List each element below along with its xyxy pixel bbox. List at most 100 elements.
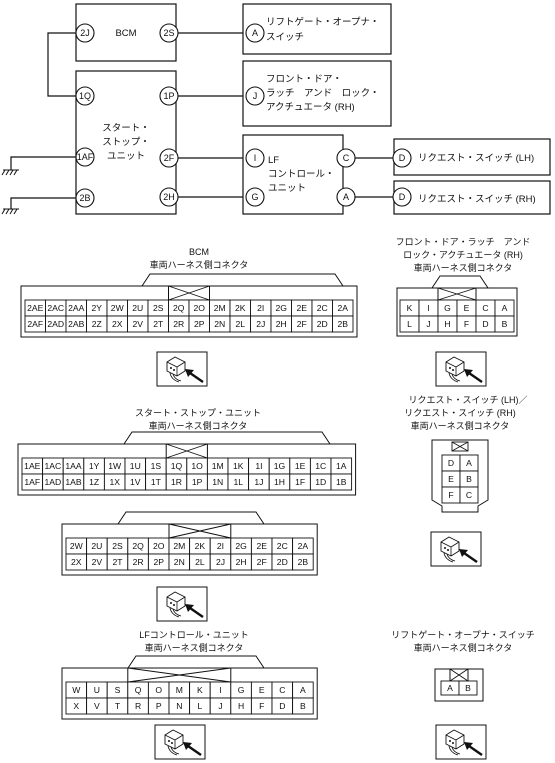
pin-label: 1C — [315, 461, 326, 471]
start-stop-unit-label-3: ユニット — [107, 151, 145, 162]
pin-cell — [332, 315, 354, 333]
pin-label: 2W — [111, 303, 125, 313]
pin-label: A — [300, 685, 306, 695]
pin-label: 1H — [274, 477, 285, 487]
pin-label: 1P — [192, 477, 203, 487]
pin-label: 2L — [235, 319, 245, 329]
pin-label: F — [448, 490, 453, 500]
pin-label: 2B — [298, 557, 309, 567]
pin-label: 1F — [295, 477, 305, 487]
pin-label: D — [448, 458, 454, 468]
pin-label: 2O — [153, 541, 165, 551]
pin-label: 2Q — [132, 541, 144, 551]
lf-unit-label-2: コントロール・ — [268, 169, 335, 180]
pin-label: M — [176, 685, 183, 695]
terminal-label-lf_c: C — [343, 153, 350, 163]
terminal-circle-ss_2h — [159, 187, 179, 207]
terminal-circle-ss_1af — [75, 147, 95, 167]
pin-label: 2F — [297, 319, 307, 329]
pin-label: 2AA — [68, 303, 85, 313]
pin-label: B — [465, 683, 471, 693]
pin-label: 2AD — [47, 319, 64, 329]
terminal-circle-req_lh_d — [392, 148, 412, 168]
pin-label: 2X — [112, 319, 123, 329]
pin-cell — [292, 553, 314, 571]
pin-label: D — [279, 701, 285, 711]
pin-label: G — [444, 303, 451, 313]
pin-cell — [330, 473, 353, 491]
terminal-label-ss_2h: 2H — [163, 192, 175, 202]
pin-label: 2C — [317, 303, 328, 313]
liftgate-switch-label-2: スイッチ — [266, 32, 304, 43]
pin-label: 2Q — [173, 303, 185, 313]
liftgate-connector-title-1: リフトゲート・オープナ・スイッチ — [391, 629, 534, 640]
bcm-connector-title-1: BCM — [189, 247, 209, 257]
request-switch-lh-box — [393, 138, 551, 176]
pin-label: 2D — [277, 557, 288, 567]
pin-label: 1AF — [24, 477, 40, 487]
pin-label: 2I — [257, 303, 264, 313]
request-switch-lh-label: リクエスト・スイッチ (LH) — [418, 153, 534, 164]
liftgate-switch-box — [242, 3, 392, 55]
pin-label: 1G — [274, 461, 286, 471]
pin-label: W — [72, 685, 81, 695]
pin-label: 2A — [298, 541, 309, 551]
ss-connector-title-1: スタート・ストップ・ユニット — [135, 408, 261, 418]
pin-label: A — [447, 683, 453, 693]
pin-label: 1I — [255, 461, 262, 471]
liftgate-switch-label-1: リフトゲート・オープナ・ — [266, 16, 379, 28]
request-connector-title-2: リクエスト・スイッチ (RH) — [404, 408, 516, 418]
request-switch-rh-label: リクエスト・スイッチ (RH) — [418, 194, 536, 205]
pin-label: 2K — [235, 303, 246, 313]
pin-label: 2E — [256, 541, 267, 551]
pin-label: 1A — [336, 461, 347, 471]
ground-symbol-2b — [1, 208, 19, 215]
request-connector-title-1: リクエスト・スイッチ (LH)／ — [408, 395, 527, 405]
pin-label: 2AF — [27, 319, 43, 329]
terminal-label-req_lh_d: D — [399, 153, 406, 163]
wires — [10, 32, 394, 209]
terminal-label-lf_a: A — [343, 192, 349, 202]
pin-label: 2N — [174, 557, 185, 567]
pin-label: I — [427, 303, 429, 313]
pin-label: 2M — [173, 541, 185, 551]
pin-label: 1B — [336, 477, 347, 487]
pin-label: 1AB — [65, 477, 82, 487]
plug-view-icon-door — [434, 350, 488, 388]
pin-label: 1O — [191, 461, 203, 471]
start-stop-unit-label-1: スタート・ — [102, 123, 150, 134]
terminal-circle-lf_a — [336, 187, 356, 207]
pin-label: 1J — [254, 477, 263, 487]
pin-label: 2J — [216, 557, 225, 567]
pin-label: 2I — [217, 541, 224, 551]
pin-label: 2C — [277, 541, 288, 551]
pin-label: 1U — [130, 461, 141, 471]
connector-bcm-latch — [141, 273, 344, 287]
start-stop-unit-label-2: ストップ・ — [102, 137, 150, 148]
door-connector-title-2: ロック・アクチュエータ (RH) — [403, 250, 523, 260]
pin-cell — [494, 315, 515, 333]
connector-door-latch — [431, 275, 489, 289]
pin-label: 2AE — [27, 303, 44, 313]
pin-label: Q — [135, 685, 142, 695]
pin-label: 1S — [151, 461, 162, 471]
pin-label: L — [198, 701, 203, 711]
pin-label: B — [466, 474, 472, 484]
lf-connector-title-2: 車両ハーネス側コネクタ — [145, 642, 244, 653]
pin-label: 1L — [234, 477, 244, 487]
pin-label: C — [466, 490, 472, 500]
ground-symbol-1af — [1, 169, 19, 176]
terminal-circle-bcm_2j — [75, 23, 95, 43]
door-connector-title-1: フロント・ドア・ラッチ アンド — [396, 237, 531, 247]
pin-label: 2F — [257, 557, 267, 567]
pin-label: A — [502, 303, 508, 313]
pin-label: 2H — [276, 319, 287, 329]
plug-view-icon-liftgate — [434, 723, 488, 761]
pin-cell — [458, 680, 478, 696]
pin-label: 1Z — [89, 477, 99, 487]
